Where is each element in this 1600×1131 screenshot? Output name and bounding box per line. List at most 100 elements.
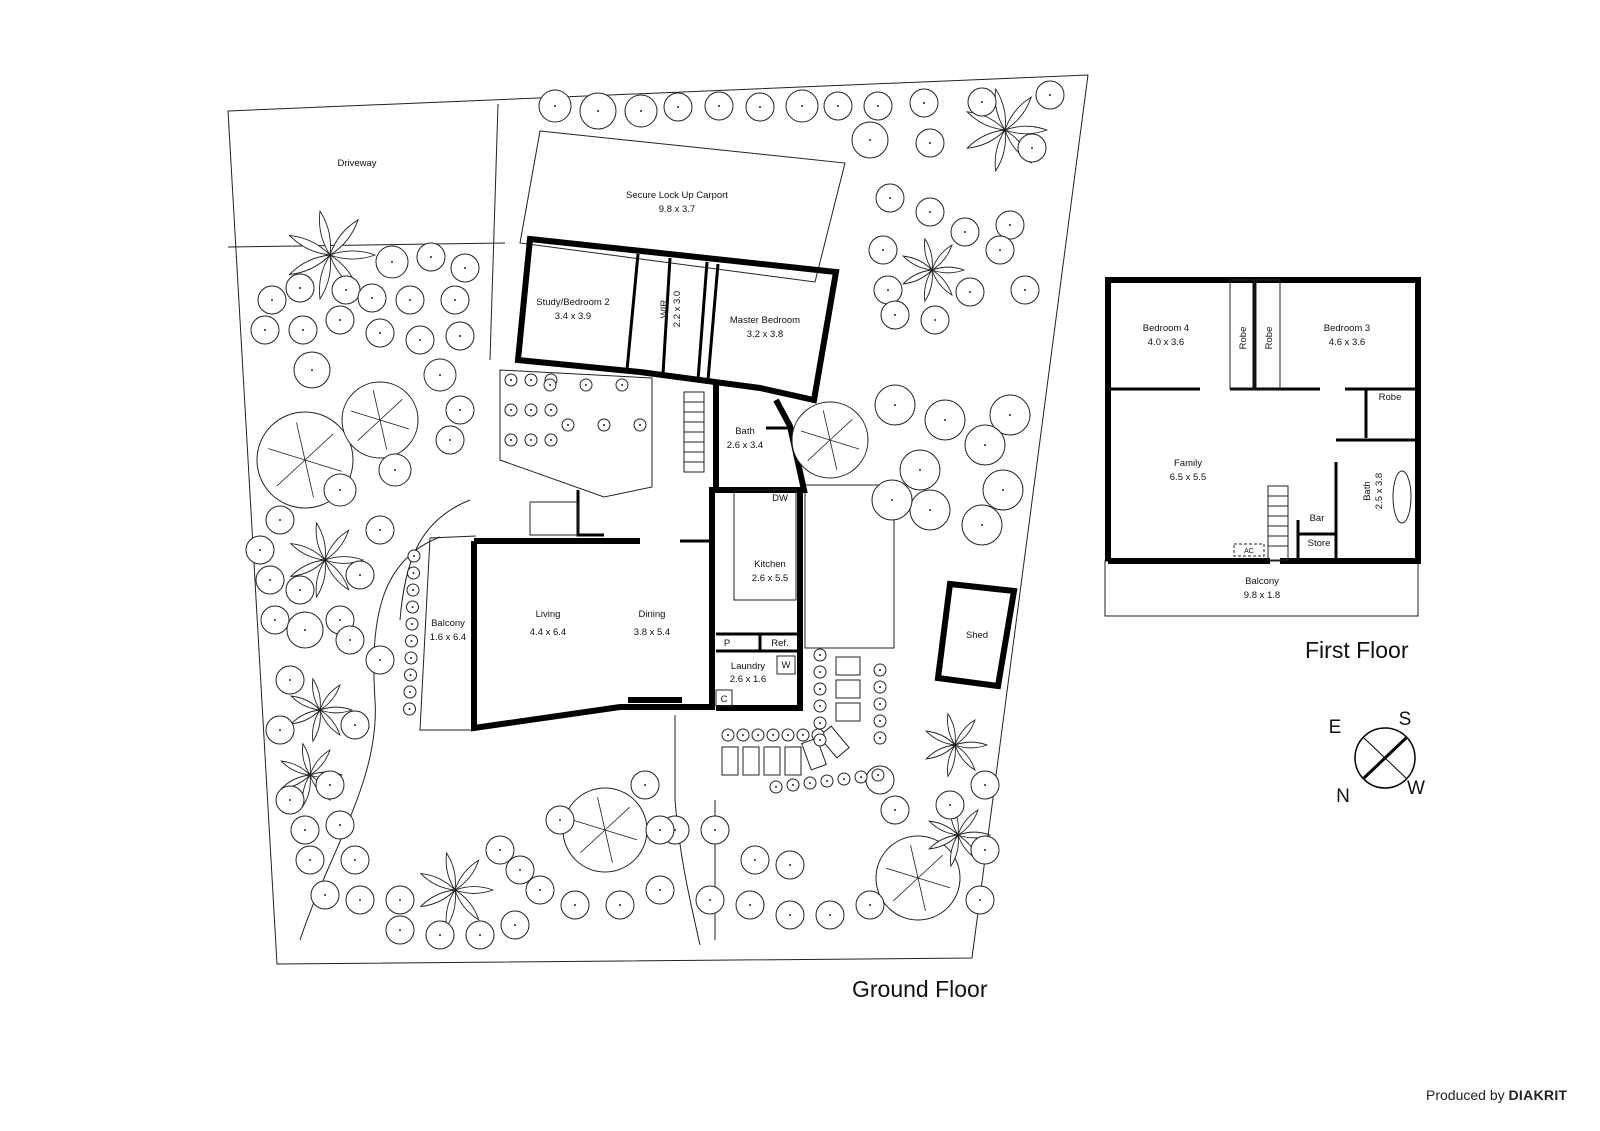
label-bar: Bar (1310, 513, 1325, 524)
tree-center-dot (549, 384, 551, 386)
tree-center-dot (644, 784, 646, 786)
property-boundary (227, 74, 1089, 965)
wall-wir-master (696, 261, 709, 381)
tree-center-dot (879, 720, 881, 722)
tree-center-dot (585, 384, 587, 386)
compass-circle (1354, 727, 1416, 789)
tree-center-dot (929, 509, 931, 511)
tree-center-dot (349, 639, 351, 641)
label-bath-ground: Bath (735, 426, 755, 437)
first-floor-title: First Floor (1305, 637, 1409, 663)
tree-center-dot (554, 105, 556, 107)
tree-center-dot (969, 291, 971, 293)
tree-center-dot (419, 339, 421, 341)
ff-east-wall (1280, 438, 1421, 564)
palm-tree-icon (289, 521, 365, 599)
label-store: Store (1308, 538, 1331, 549)
dims-carport: 9.8 x 3.7 (659, 204, 695, 215)
tree-center-dot (459, 409, 461, 411)
compass-south: S (1399, 709, 1412, 730)
washer-box (776, 655, 796, 675)
tree-center-dot (339, 319, 341, 321)
landscape-trees (245, 80, 1065, 950)
tree-center-dot (923, 102, 925, 104)
tree-center-dot (843, 778, 845, 780)
balcony-outline (419, 535, 477, 731)
tree-center-dot (430, 256, 432, 258)
compass-needle (1362, 736, 1408, 780)
tree-center-dot (271, 299, 273, 301)
tree-center-dot (944, 419, 946, 421)
label-robe-small: Robe (1379, 392, 1402, 403)
label-washer: W (782, 660, 791, 671)
label-study: Study/Bedroom 2 (536, 297, 609, 308)
tree-center-dot (329, 784, 331, 786)
tree-center-dot (412, 572, 415, 574)
compass: E S N W (1329, 709, 1425, 807)
ff-robe-right-box (1255, 279, 1281, 390)
label-ref: Ref. (771, 638, 788, 649)
label-balcony-ground: Balcony (431, 618, 465, 629)
courtyard-bed (499, 369, 653, 498)
shed-walls (934, 580, 1018, 690)
tree-center-dot (869, 139, 871, 141)
label-kitchen: Kitchen (754, 559, 786, 570)
tree-center-dot (819, 654, 821, 656)
tree-center-dot (754, 859, 756, 861)
tree-center-dot (949, 804, 951, 806)
palm-tree-icon (901, 237, 966, 303)
tree-center-dot (514, 924, 516, 926)
first-floor-plan: Bedroom 4 4.0 x 3.6 Robe Robe Bedroom 3 … (1104, 277, 1421, 663)
tree-center-dot (659, 889, 661, 891)
bath-walls (713, 381, 808, 493)
tree-center-dot (550, 409, 552, 411)
tree-center-dot (410, 657, 412, 659)
tree-center-dot (674, 829, 676, 831)
tree-center-dot (984, 849, 986, 851)
tree-center-dot (345, 289, 347, 291)
tree-center-dot (464, 267, 466, 269)
label-carport: Secure Lock Up Carport (626, 190, 728, 201)
tree-center-dot (409, 674, 412, 676)
side-path (674, 715, 701, 946)
tree-center-dot (597, 110, 599, 112)
tree-center-dot (309, 859, 311, 861)
tree-center-dot (639, 424, 641, 426)
entry-landing (529, 501, 579, 536)
tree-center-dot (379, 529, 381, 531)
palm-tree-icon (419, 851, 495, 929)
dims-kitchen: 2.6 x 5.5 (752, 573, 788, 584)
tree-center-dot (339, 824, 341, 826)
label-family: Family (1174, 458, 1202, 469)
dims-bath-first: 2.5 x 3.8 (1374, 473, 1385, 509)
tree-center-dot (1049, 94, 1051, 96)
tree-center-dot (894, 404, 896, 406)
tree-center-dot (559, 819, 561, 821)
bedroom-wing-walls (514, 235, 840, 404)
dims-master: 3.2 x 3.8 (747, 329, 783, 340)
dims-bed3: 4.6 x 3.6 (1329, 337, 1365, 348)
cupboard-box (715, 689, 733, 707)
tree-center-dot (819, 722, 821, 724)
tree-center-dot (274, 619, 276, 621)
tree-center-dot (379, 659, 381, 661)
tree-center-dot (619, 904, 621, 906)
dims-bath-ground: 2.6 x 3.4 (727, 440, 763, 451)
tree-center-dot (889, 197, 891, 199)
tree-center-dot (304, 629, 306, 631)
dims-balcony-ground: 1.6 x 6.4 (430, 632, 466, 643)
tree-center-dot (801, 105, 803, 107)
tree-center-dot (394, 469, 396, 471)
driveway-edge (227, 242, 506, 248)
label-wir: WIR (659, 300, 670, 319)
tree-center-dot (789, 914, 791, 916)
tree-center-dot (789, 864, 791, 866)
label-ac: AC (1244, 548, 1254, 555)
canopy-tree-icon (791, 401, 869, 479)
tree-center-dot (1009, 224, 1011, 226)
credit-brand: DIAKRIT (1508, 1087, 1568, 1103)
tree-center-dot (530, 409, 532, 411)
canopy-tree-icon (341, 381, 419, 459)
canopy-tree-icon (875, 835, 961, 921)
tree-center-dot (981, 101, 983, 103)
